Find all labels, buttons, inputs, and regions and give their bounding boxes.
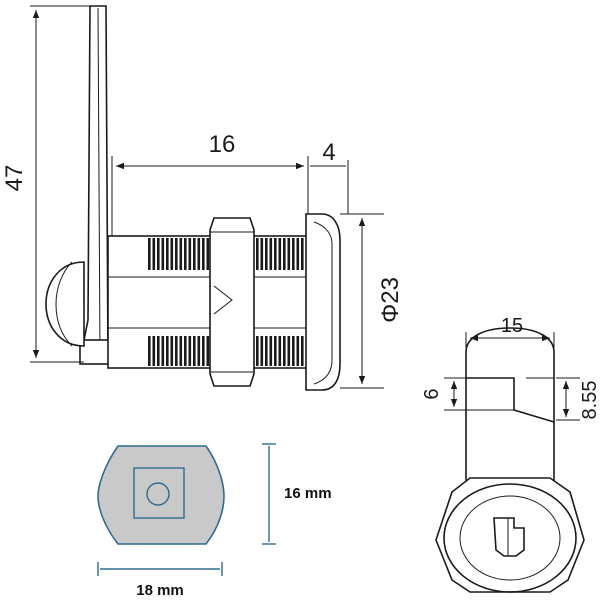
thread-fin [292,238,295,270]
dim-flange-diameter: Φ23 [377,277,404,323]
thread-fin [193,336,196,366]
thread-fin [283,238,286,270]
dim-flange-thickness: 4 [322,139,335,166]
thread-fin [296,336,300,366]
thread-fin [166,336,169,366]
thread-fin [260,238,264,270]
thread-fin [283,336,286,366]
thread-fin [274,238,277,270]
knob [45,261,85,347]
thread-fin [161,238,165,270]
thread-fin [256,238,259,270]
thread-fin [269,336,273,366]
cutout-height-label: 16 mm [284,485,332,502]
thread-fin [292,336,295,366]
thread-fin [170,336,174,366]
thread-fin [152,336,156,366]
thread-fin [296,238,300,270]
thread-fin [161,336,165,366]
hex-face [435,477,585,593]
dim-lever-length: 47 [1,165,28,192]
thread-fin [278,238,282,270]
front-body [465,327,555,489]
flange [305,213,341,391]
front-view: 15 6 8.55 [421,315,600,593]
cutout-hole [146,482,170,506]
thread-fin [265,238,268,270]
thread-fin [157,238,160,270]
lever-arm [83,5,109,361]
thread-fin [206,336,210,366]
dim-flat-height: 6 [421,388,443,399]
thread-fin [179,238,183,270]
thread-fin [265,336,268,366]
keyway [493,517,525,557]
thread-fin [175,238,178,270]
thread-fin [166,238,169,270]
thread-fin [202,238,205,270]
thread-fin [197,336,201,366]
thread-fin [202,336,205,366]
thread-fin [269,238,273,270]
thread-fin [287,336,291,366]
thread-lower [148,336,304,366]
thread-fin [278,336,282,366]
thread-fin [188,238,192,270]
thread-fin [193,238,196,270]
cutout-width-label: 18 mm [136,582,184,599]
thread-fin [188,336,192,366]
thread-fin [274,336,277,366]
thread-fin [170,238,174,270]
hex-nut [209,217,255,387]
thread-fin [184,238,187,270]
thread-fin [179,336,183,366]
thread-fin [256,336,259,366]
panel-cutout-view: 16 mm 18 mm [97,443,332,599]
thread-fin [301,238,304,270]
dim-body-length: 16 [209,131,236,158]
thread-fin [260,336,264,366]
thread-fin [301,336,304,366]
thread-fin [184,336,187,366]
thread-fin [148,238,151,270]
thread-fin [206,238,210,270]
thread-upper [148,238,304,270]
thread-fin [152,238,156,270]
thread-fin [148,336,151,366]
dim-flat-depth: 8.55 [579,381,600,420]
side-view: 47 16 4 Φ23 [1,5,404,391]
thread-fin [197,238,201,270]
thread-fin [287,238,291,270]
thread-fin [157,336,160,366]
dim-top-width: 15 [501,315,523,337]
thread-fin [175,336,178,366]
